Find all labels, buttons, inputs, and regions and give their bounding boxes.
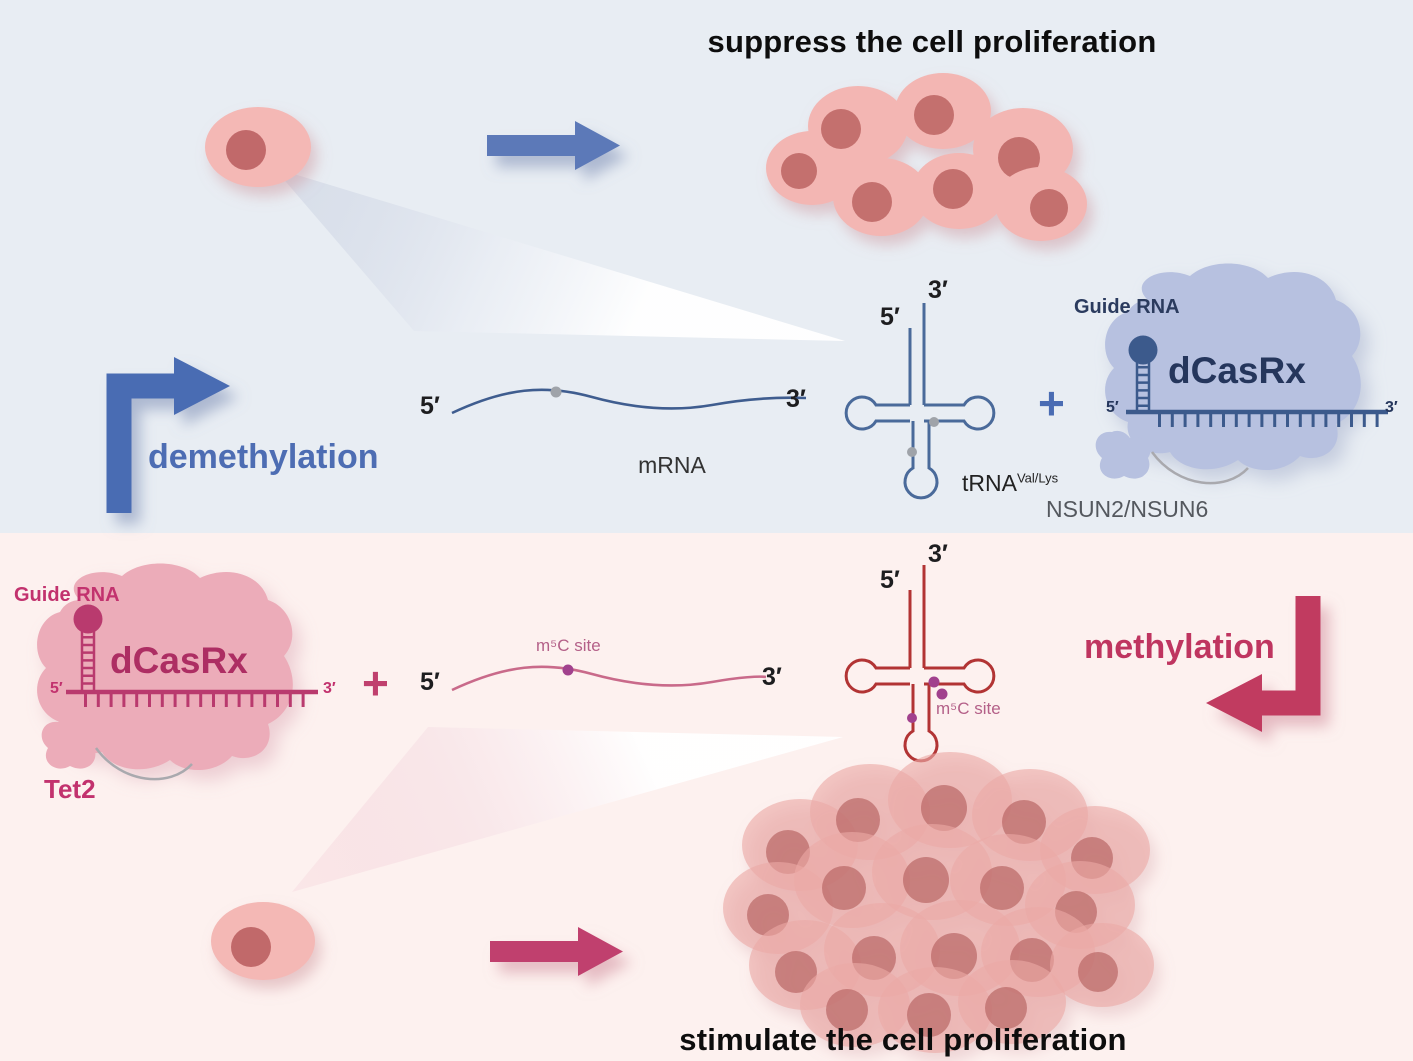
demethylated-site-dot xyxy=(929,417,939,427)
cell-nucleus xyxy=(921,785,967,831)
guide-rna-hairpin-loop xyxy=(73,604,103,634)
bottom-single-cell xyxy=(211,902,315,980)
bent-arrow-head xyxy=(174,357,230,415)
tet2-label: Tet2 xyxy=(44,774,96,804)
cell-nucleus xyxy=(1002,800,1046,844)
bottom-proliferation-arrow xyxy=(490,927,623,976)
right-arm-loop xyxy=(924,658,996,694)
cell-nucleus xyxy=(821,109,861,149)
cell-nucleus xyxy=(231,927,271,967)
arrow-shaft xyxy=(487,135,575,156)
bent-arrow-shaft xyxy=(1258,596,1321,716)
bottom-zoom-beam xyxy=(292,727,843,892)
demethylated-site-dot xyxy=(907,447,917,457)
arrow-shaft xyxy=(490,941,578,962)
cell-nucleus xyxy=(980,866,1024,910)
bottom-mrna-m5c-site-label: m⁵C site xyxy=(536,636,601,655)
trna-name-superscript: Val/Lys xyxy=(1016,470,1059,486)
m5c-site-dot xyxy=(907,713,917,723)
top-trna-5prime-label: 5′ xyxy=(880,303,900,331)
m5c-site-dot xyxy=(936,688,948,700)
bottom-mrna-3prime-label: 3′ xyxy=(762,663,782,691)
top-single-cell xyxy=(205,107,311,187)
top-plus-sign: + xyxy=(1038,377,1065,429)
top-mrna-3prime-label: 3′ xyxy=(786,385,806,413)
top-title: suppress the cell proliferation xyxy=(707,24,1157,59)
cell-nucleus xyxy=(836,798,880,842)
bottom-complex-5prime-label: 5′ xyxy=(50,680,63,697)
top-complex-3prime-label: 3′ xyxy=(1385,399,1398,416)
bent-arrow-shaft xyxy=(106,373,178,513)
cell-nucleus xyxy=(1078,952,1118,992)
bottom-trna-m5c-site-label: m⁵C site xyxy=(936,699,1001,718)
tether-curve xyxy=(1150,451,1249,485)
bottom-trna-3prime-label: 3′ xyxy=(928,540,948,568)
bottom-mrna-5prime-label: 5′ xyxy=(420,668,440,696)
enzyme-domain-blob xyxy=(41,720,97,769)
enzyme-domain-blob xyxy=(1095,430,1151,479)
cell-nucleus xyxy=(914,95,954,135)
bottom-trna-5prime-label: 5′ xyxy=(880,566,900,594)
top-trna-cloverleaf xyxy=(844,303,996,500)
cell-nucleus xyxy=(781,153,817,189)
m5c-site-dot xyxy=(928,676,940,688)
cell-nucleus xyxy=(903,857,949,903)
cell-nucleus xyxy=(1030,189,1068,227)
bottom-guide-rna-label: Guide RNA xyxy=(14,584,120,606)
cell-nucleus xyxy=(985,987,1027,1029)
bottom-cell-cluster xyxy=(723,752,1154,1053)
cell-nucleus xyxy=(226,130,266,170)
arrow-head xyxy=(575,121,620,170)
cell-nucleus xyxy=(775,951,817,993)
bottom-complex-3prime-label: 3′ xyxy=(323,680,336,697)
arrow-head xyxy=(578,927,623,976)
top-mrna-label: mRNA xyxy=(638,452,706,478)
top-mrna-5prime-label: 5′ xyxy=(420,392,440,420)
bottom-title: stimulate the cell proliferation xyxy=(679,1022,1127,1057)
left-arm-loop xyxy=(844,658,910,694)
nsun2-nsun6-label: NSUN2/NSUN6 xyxy=(1046,496,1209,522)
bottom-dcasrx-complex xyxy=(37,563,318,781)
bottom-plus-sign: + xyxy=(362,657,389,709)
demethylation-label: demethylation xyxy=(148,438,379,476)
bottom-trna-cloverleaf xyxy=(844,565,996,763)
top-cell-cluster xyxy=(766,73,1087,241)
methylation-label: methylation xyxy=(1084,628,1275,666)
dcasrx-protein-blob xyxy=(1105,263,1361,471)
left-arm-loop xyxy=(844,395,910,431)
bottom-dcasrx-label: dCasRx xyxy=(110,640,248,681)
cell-nucleus xyxy=(822,866,866,910)
methylation-arrow xyxy=(1206,596,1321,732)
top-proliferation-arrow xyxy=(487,121,620,170)
right-arm-loop xyxy=(924,395,996,431)
m5c-site-dot xyxy=(562,664,574,676)
mrna-line xyxy=(451,388,807,415)
cell-nucleus xyxy=(826,989,868,1031)
top-dcasrx-label: dCasRx xyxy=(1168,350,1306,391)
top-guide-rna-label: Guide RNA xyxy=(1074,296,1180,318)
top-mrna-strand xyxy=(451,386,807,415)
top-dcasrx-complex xyxy=(1095,263,1388,485)
anticodon-arm-loop xyxy=(903,421,939,500)
tether-curve xyxy=(94,747,193,781)
cell-nucleus xyxy=(907,993,951,1037)
top-trna-3prime-label: 3′ xyxy=(928,276,948,304)
guide-rna-hairpin-loop xyxy=(1128,335,1158,365)
methyl-dot xyxy=(550,386,562,398)
bottom-mrna-strand xyxy=(451,664,767,692)
trna-name-base: tRNA xyxy=(962,470,1017,496)
demethylation-arrow xyxy=(106,357,230,513)
bent-arrow-head xyxy=(1206,674,1262,732)
cell-nucleus xyxy=(933,169,973,209)
cell-nucleus xyxy=(852,182,892,222)
top-zoom-beam xyxy=(274,168,845,341)
top-trna-label: tRNAVal/Lys xyxy=(962,470,1058,497)
mrna-line xyxy=(451,665,767,692)
top-complex-5prime-label: 5′ xyxy=(1106,399,1119,416)
